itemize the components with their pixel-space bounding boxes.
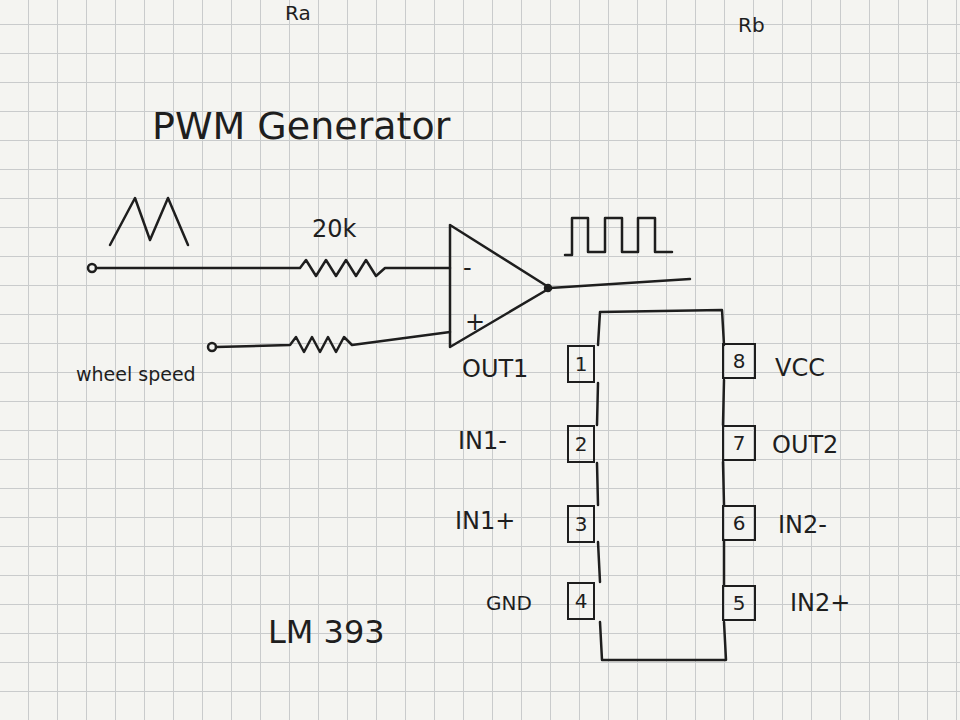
resistor-value: 20k: [312, 216, 356, 242]
pin-number: 2: [575, 432, 588, 456]
pin-number-box: 6: [722, 505, 756, 541]
pin-name: IN2-: [778, 512, 827, 538]
pin-name: OUT1: [462, 356, 528, 382]
diagram-title: PWM Generator: [152, 106, 450, 148]
pin-number-box: 7: [722, 425, 756, 461]
comparator-symbol: [445, 222, 555, 350]
pin-number: 3: [575, 512, 588, 536]
pin-number: 8: [733, 349, 746, 373]
pin-name: OUT2: [772, 432, 838, 458]
comparator: -+: [445, 222, 555, 350]
pin-number-box: 8: [722, 343, 756, 379]
pin-name: IN1-: [458, 428, 507, 454]
pin-number-box: 3: [567, 505, 595, 543]
pin-name: IN1+: [455, 508, 515, 534]
pin-number-box: 4: [567, 582, 595, 620]
inverting-input-sign: -: [463, 256, 472, 280]
ic-body: [597, 310, 726, 660]
part-name: LM 393: [268, 615, 385, 650]
pin-number: 4: [575, 589, 588, 613]
resistor-name: Ra: [285, 2, 311, 24]
resistor-symbol: [96, 260, 450, 276]
signal-name: wheel speed: [76, 364, 196, 385]
pin-number-box: 5: [722, 585, 756, 621]
resistor-symbol: [216, 332, 450, 352]
pin-number: 6: [733, 511, 746, 535]
resistor-name: Rb: [738, 14, 765, 36]
output-wire: [550, 279, 690, 288]
triangle-wave-symbol: [110, 198, 188, 245]
pin-name: VCC: [775, 355, 825, 381]
pin-number: 7: [733, 431, 746, 455]
pin-number-box: 2: [567, 425, 595, 463]
square-wave-symbol: [565, 218, 672, 255]
noninverting-input-sign: +: [465, 310, 485, 334]
pin-number-box: 1: [567, 345, 595, 383]
pin-name: IN2+: [790, 590, 850, 616]
pin-number: 1: [575, 352, 588, 376]
pin-name: GND: [486, 592, 532, 614]
pin-number: 5: [733, 591, 746, 615]
